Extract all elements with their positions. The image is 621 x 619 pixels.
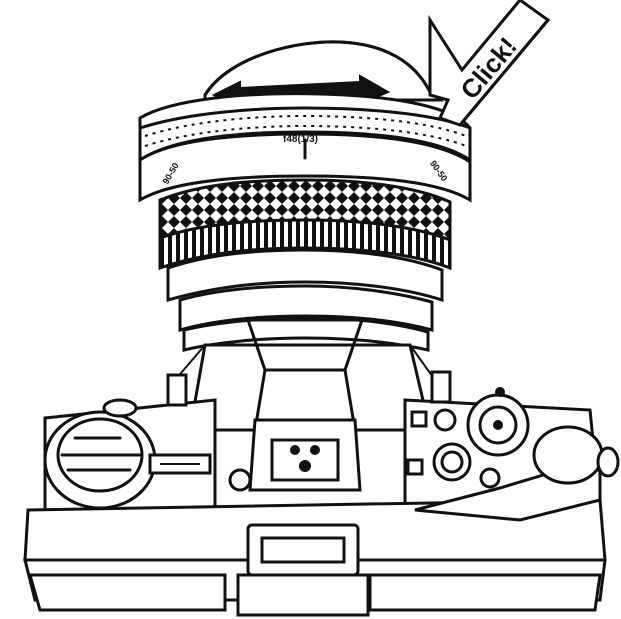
lens-mark-ring: f48(1/3) 90-50 90-50 [138, 132, 472, 203]
film-speed-slider [148, 453, 252, 492]
viewfinder-eyepiece [246, 523, 360, 577]
click-callout: Click! [428, 0, 551, 127]
focus-ring-ribbed [158, 218, 452, 271]
shutter-speed-dial[interactable] [466, 387, 530, 457]
strap-lug-right [430, 370, 452, 404]
control-buttons-cluster [406, 408, 501, 489]
rear-window [236, 573, 370, 617]
lens-barrel-lower [166, 248, 444, 352]
bayonet-ring [138, 92, 472, 163]
lens-front-dome [203, 40, 445, 102]
film-advance-lever[interactable] [414, 425, 620, 522]
hot-shoe [248, 418, 362, 492]
strap-lug-left [166, 373, 188, 407]
rewind-knob[interactable] [43, 398, 157, 510]
lens-mark-center: f48(1/3) [283, 134, 318, 145]
